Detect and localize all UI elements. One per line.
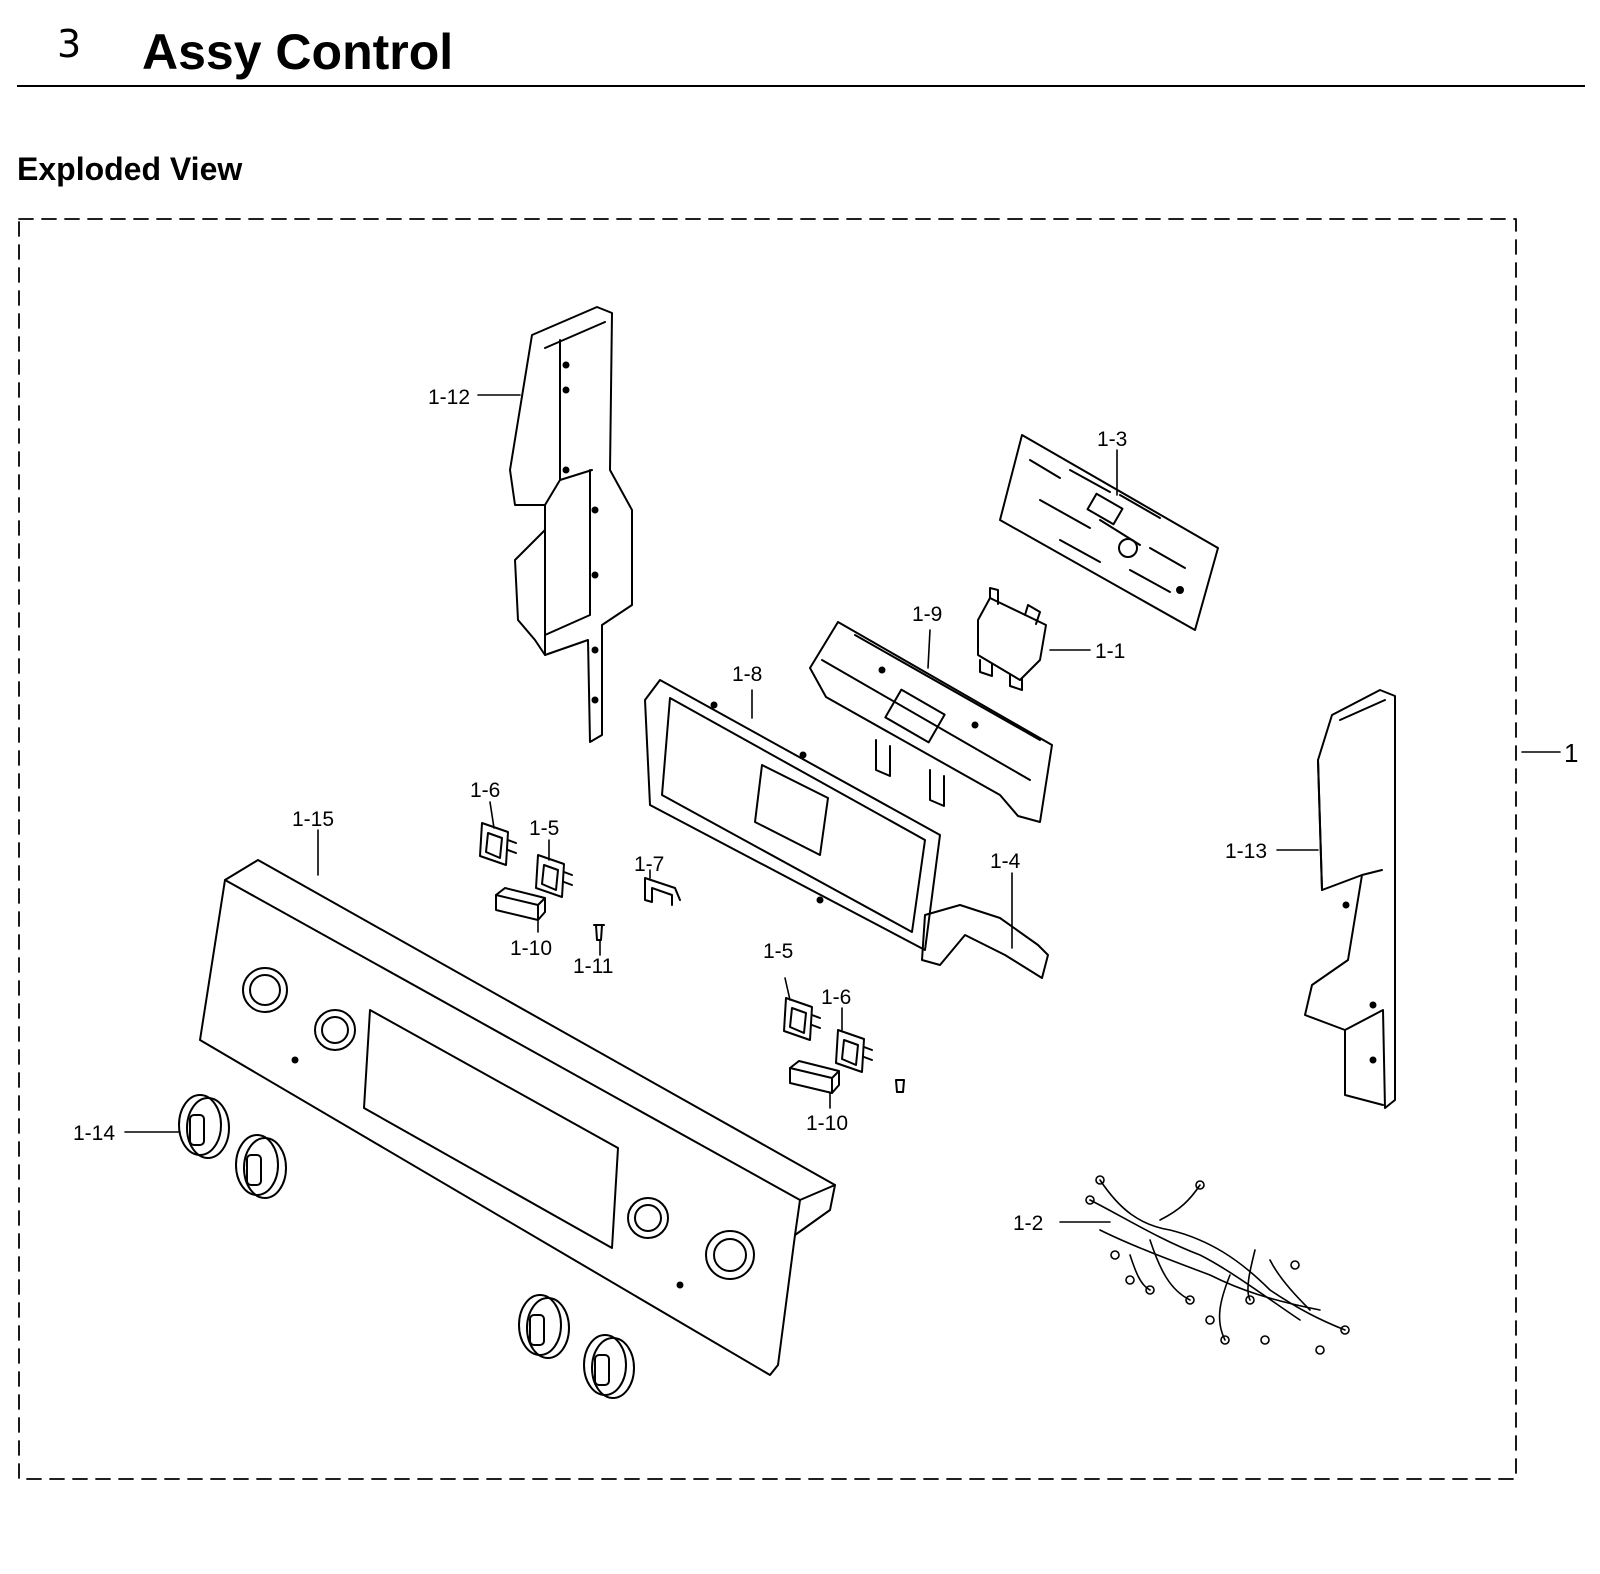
- callout-1-5-a: 1-5: [529, 817, 559, 840]
- part-1-1-relay: [977, 587, 1047, 691]
- part-switch-cluster-right: [783, 997, 905, 1094]
- leader-lines: [124, 394, 1561, 1223]
- part-switch-cluster-left: [479, 822, 605, 941]
- exploded-view-title: Exploded View: [17, 151, 243, 187]
- callout-1-8: 1-8: [732, 663, 762, 686]
- section-number: 3: [57, 22, 82, 66]
- callout-1-2: 1-2: [1013, 1212, 1043, 1235]
- part-1-13-right-bracket: [1304, 689, 1396, 1109]
- part-1-8-window-frame: [644, 679, 941, 951]
- title-underline: [17, 85, 1585, 87]
- callout-1-9: 1-9: [912, 603, 942, 626]
- assembly-boundary: [18, 218, 1517, 1480]
- part-1-15-control-panel: [199, 859, 836, 1376]
- callout-1-13: 1-13: [1225, 840, 1267, 863]
- callout-1-5-b: 1-5: [763, 940, 793, 963]
- callout-1-7: 1-7: [634, 853, 664, 876]
- callout-1-12: 1-12: [428, 386, 470, 409]
- part-1-4-ribbon-cable: [921, 904, 1049, 979]
- part-1-3-control-board: [999, 434, 1219, 631]
- part-1-14-knobs: [178, 1094, 635, 1399]
- callout-1-1: 1-1: [1095, 640, 1125, 663]
- callout-1-3: 1-3: [1097, 428, 1127, 451]
- callout-1-10-b: 1-10: [806, 1112, 848, 1135]
- callout-1-6-a: 1-6: [470, 779, 500, 802]
- part-1-12-left-bracket: [509, 306, 633, 743]
- callout-1-4: 1-4: [990, 850, 1021, 873]
- part-1-2-wire-harness: [1085, 1175, 1350, 1355]
- callout-1-14: 1-14: [73, 1122, 115, 1145]
- section-title: Assy Control: [142, 24, 454, 80]
- callout-1-15: 1-15: [292, 808, 334, 831]
- part-1-9-display-bracket: [809, 621, 1053, 823]
- callout-1-11: 1-11: [573, 955, 613, 978]
- callout-assembly-1: 1: [1564, 738, 1578, 768]
- callout-1-10-a: 1-10: [510, 937, 552, 960]
- part-1-7-clip: [644, 877, 681, 906]
- callout-1-6-b: 1-6: [821, 986, 851, 1009]
